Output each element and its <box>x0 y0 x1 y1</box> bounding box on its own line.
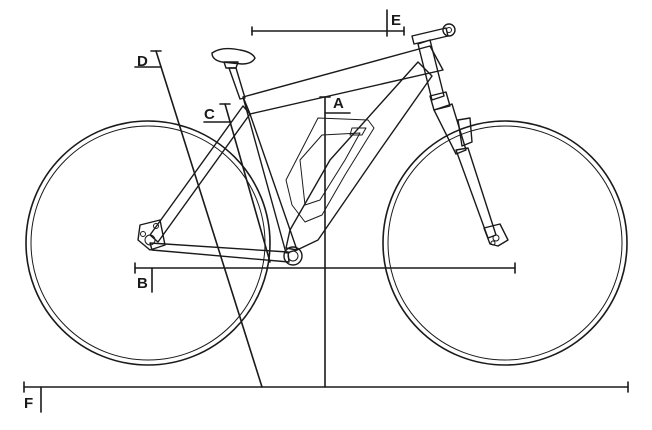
fork <box>433 103 509 247</box>
dimension-a <box>319 96 351 388</box>
dimension-d <box>134 50 263 388</box>
front-wheel <box>382 120 628 366</box>
front-end <box>411 23 456 111</box>
label-d: D <box>137 53 148 70</box>
dimension-e <box>251 9 405 37</box>
label-b: B <box>137 275 148 292</box>
dimension-f <box>23 381 629 413</box>
label-f: F <box>24 395 33 412</box>
rear-wheel <box>25 120 271 366</box>
label-c: C <box>204 106 215 123</box>
label-a: A <box>333 95 344 112</box>
label-e: E <box>391 12 401 29</box>
dimension-c <box>203 103 271 263</box>
bike-frame <box>137 45 444 266</box>
saddle <box>211 47 256 100</box>
dimension-b <box>134 262 516 293</box>
